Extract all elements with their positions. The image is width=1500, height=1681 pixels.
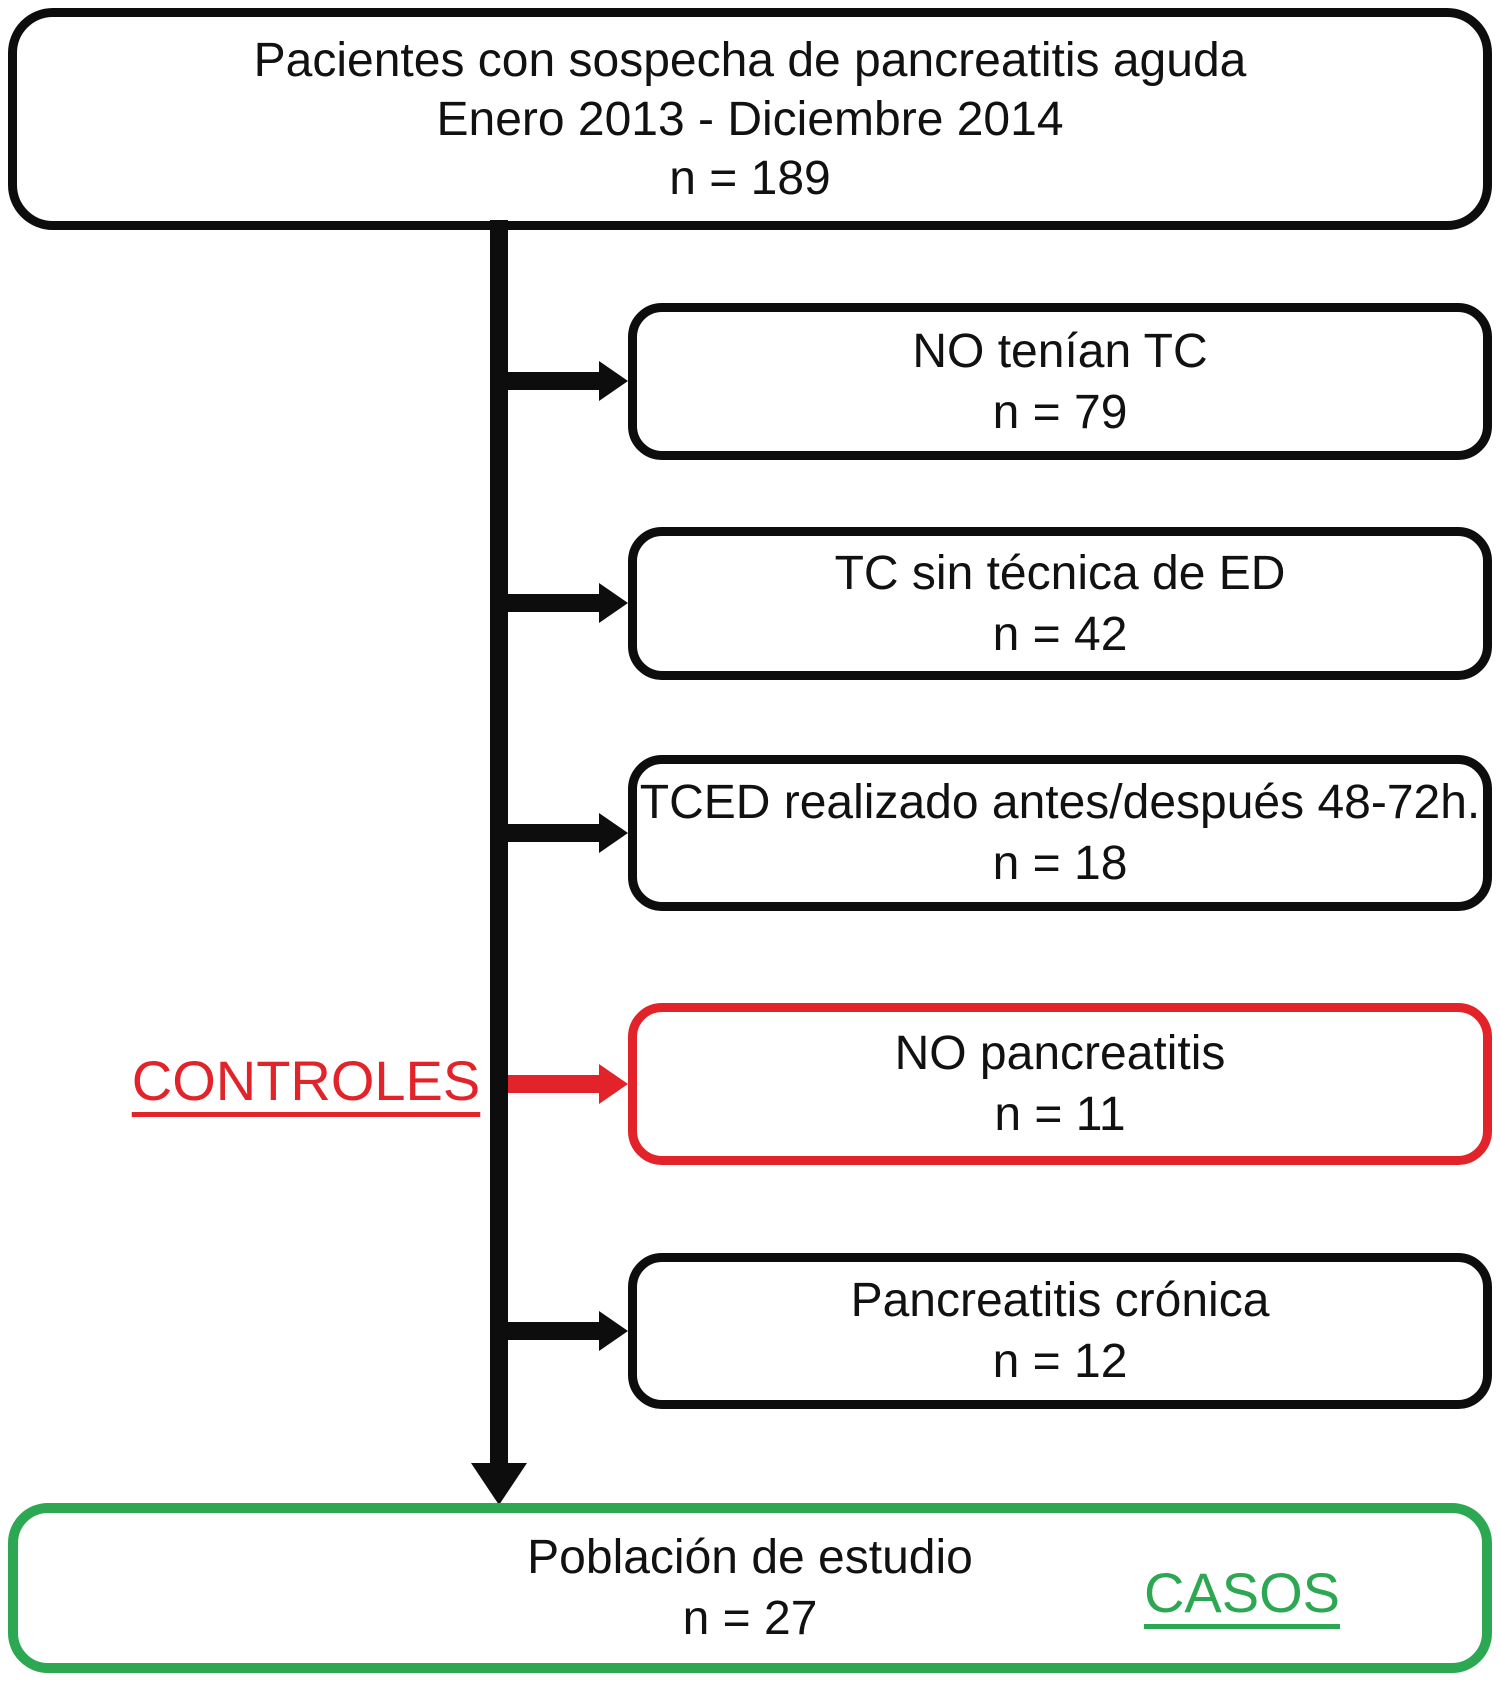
- initial-population-title: Pacientes con sospecha de pancreatitis a…: [253, 33, 1247, 87]
- controls-box-no-pancreatitis: NO pancreatitis n = 11: [628, 1003, 1492, 1165]
- exclusion-box-tc-sin-ed: TC sin técnica de ED n = 42: [628, 527, 1492, 680]
- branch-arrowhead-5-icon: [599, 1311, 628, 1351]
- branch-arrowhead-2-icon: [599, 583, 628, 623]
- exclusion-label: NO tenían TC: [912, 324, 1208, 378]
- exclusion-box-no-tc: NO tenían TC n = 79: [628, 303, 1492, 460]
- branch-arrow-1: [496, 372, 600, 390]
- main-flow-line: [490, 220, 508, 1468]
- exclusion-label: TC sin técnica de ED: [834, 546, 1286, 600]
- exclusion-count: n = 18: [992, 837, 1128, 890]
- study-population-count: n = 27: [682, 1592, 818, 1645]
- branch-arrowhead-1-icon: [599, 361, 628, 401]
- exclusion-label: Pancreatitis crónica: [850, 1274, 1270, 1327]
- exclusion-count: n = 42: [992, 607, 1128, 661]
- exclusion-box-chronic-pancreatitis: Pancreatitis crónica n = 12: [628, 1253, 1492, 1409]
- branch-arrow-3: [496, 824, 600, 842]
- initial-population-count: n = 189: [669, 151, 831, 205]
- controls-arrowhead-icon: [599, 1064, 628, 1104]
- branch-arrowhead-3-icon: [599, 813, 628, 853]
- exclusion-count: n = 12: [992, 1335, 1128, 1388]
- study-population-label: Población de estudio: [527, 1531, 973, 1584]
- exclusion-count: n = 79: [992, 385, 1128, 439]
- branch-arrow-5: [496, 1322, 600, 1340]
- casos-label: CASOS: [1143, 1561, 1341, 1624]
- exclusion-box-tced-timing: TCED realizado antes/después 48-72h. n =…: [628, 755, 1492, 911]
- study-population-box: Población de estudio n = 27 CASOS: [8, 1503, 1492, 1673]
- exclusion-count: n = 11: [994, 1088, 1126, 1141]
- exclusion-label: NO pancreatitis: [894, 1027, 1226, 1080]
- controls-arrow: [508, 1075, 600, 1093]
- exclusion-label: TCED realizado antes/después 48-72h.: [639, 776, 1481, 829]
- initial-population-period: Enero 2013 - Diciembre 2014: [436, 92, 1064, 146]
- controles-label: CONTROLES: [131, 1049, 481, 1112]
- branch-arrow-2: [496, 594, 600, 612]
- down-arrowhead-icon: [471, 1463, 527, 1505]
- initial-population-box: Pacientes con sospecha de pancreatitis a…: [8, 8, 1492, 230]
